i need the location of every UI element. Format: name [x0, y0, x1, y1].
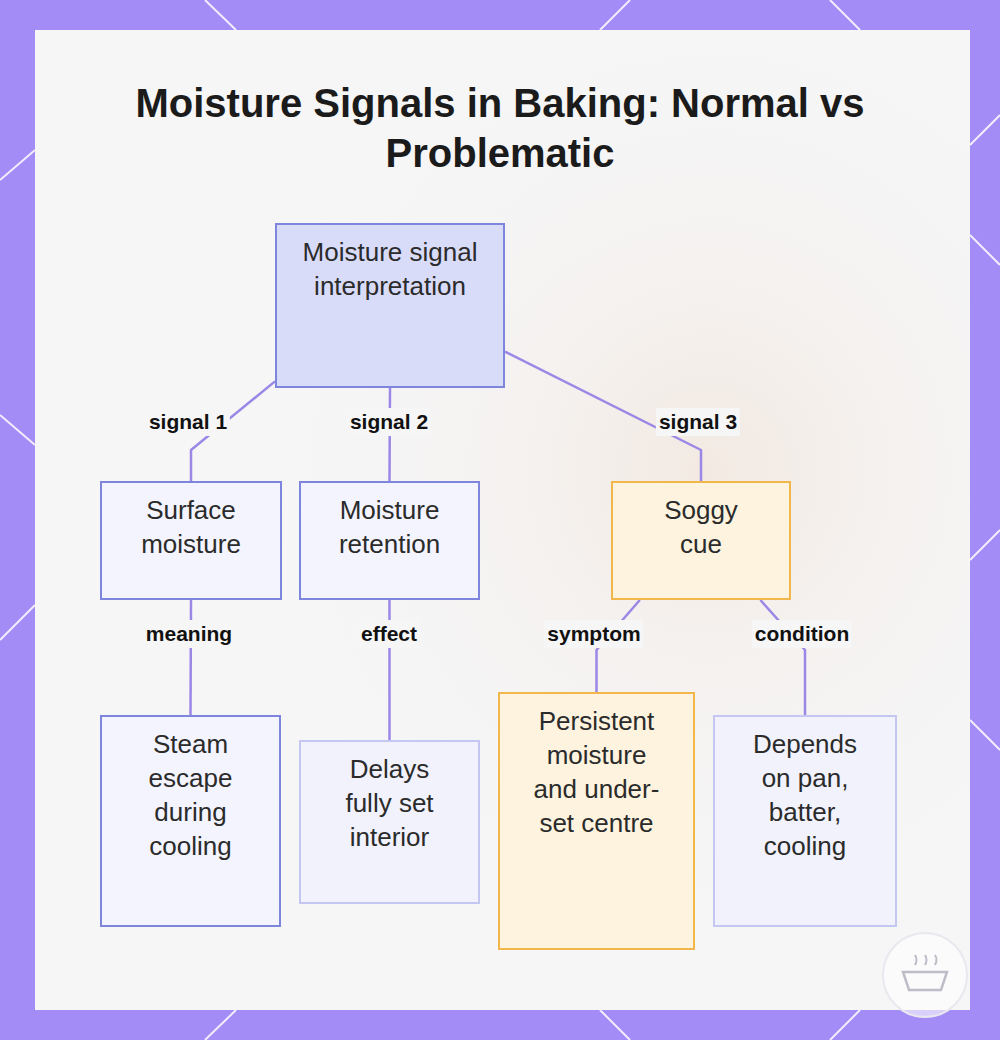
logo-badge — [883, 933, 967, 1017]
meaning-box: Steam escape during cooling — [100, 715, 281, 927]
background-glow — [35, 30, 970, 1010]
warning-box: Soggy cue — [611, 481, 791, 600]
node-text: Persistent moisture and under-set centre — [529, 704, 664, 840]
edge-label: symptom — [544, 620, 643, 648]
node-text: Moisture retention — [327, 493, 452, 561]
connector-line — [189, 600, 192, 715]
signal-box: Moisture retention — [299, 481, 480, 600]
symptom-box: Persistent moisture and under-set centre — [498, 692, 695, 950]
edge-label: meaning — [143, 620, 235, 648]
edge-label: signal 1 — [146, 408, 230, 436]
condition-box: Depends on pan, batter, cooling — [713, 715, 897, 927]
connector-line — [760, 600, 805, 715]
node-text: Steam escape during cooling — [135, 727, 247, 863]
root-box: Moisture signal interpretation — [275, 223, 505, 388]
edge-label: effect — [358, 620, 420, 648]
edge-label: signal 2 — [347, 408, 431, 436]
diagram-title: Moisture Signals in Baking: Normal vs Pr… — [100, 78, 900, 178]
node-text: Surface moisture — [131, 493, 251, 561]
edge-label: condition — [752, 620, 852, 648]
signal-box: Surface moisture — [100, 481, 282, 600]
edge-label: signal 3 — [656, 408, 740, 436]
node-text: Soggy cue — [656, 493, 746, 561]
node-text: Delays fully set interior — [332, 752, 447, 854]
node-text: Depends on pan, batter, cooling — [749, 727, 861, 863]
node-text: Moisture signal interpretation — [300, 235, 480, 303]
effect-box: Delays fully set interior — [299, 740, 480, 904]
